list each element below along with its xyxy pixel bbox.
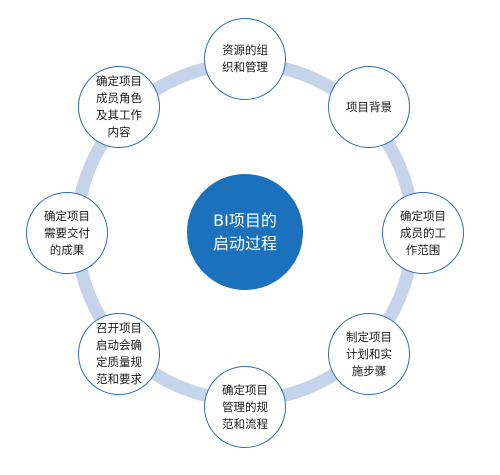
step-label: 确定项目 成员角色 及其工作 内容: [96, 74, 142, 139]
step-label: 资源的组 织和管理: [222, 43, 268, 74]
step-node-kickoff: 召开项目 启动会确 定质量规 范和要求: [78, 313, 160, 395]
step-label: 确定项目 管理的规 范和流程: [222, 382, 268, 431]
step-node-background: 项目背景: [328, 66, 410, 148]
step-node-deliverables: 确定项目 需要交付 的成果: [26, 192, 108, 274]
step-label: 确定项目 需要交付 的成果: [44, 208, 90, 257]
step-node-resources: 资源的组 织和管理: [204, 18, 286, 100]
step-label: 确定项目 成员的工 作范围: [400, 208, 446, 257]
step-label: 项目背景: [346, 99, 392, 114]
step-node-management: 确定项目 管理的规 范和流程: [204, 366, 286, 448]
step-node-plan: 制定项目 计划和实 施步骤: [328, 313, 410, 395]
center-node: BI项目的 启动过程: [187, 174, 303, 290]
center-label: BI项目的 启动过程: [212, 211, 277, 253]
step-label: 召开项目 启动会确 定质量规 范和要求: [96, 321, 142, 386]
step-node-member-roles: 确定项目 成员角色 及其工作 内容: [78, 66, 160, 148]
step-node-member-scope: 确定项目 成员的工 作范围: [382, 192, 464, 274]
step-label: 制定项目 计划和实 施步骤: [346, 329, 392, 378]
